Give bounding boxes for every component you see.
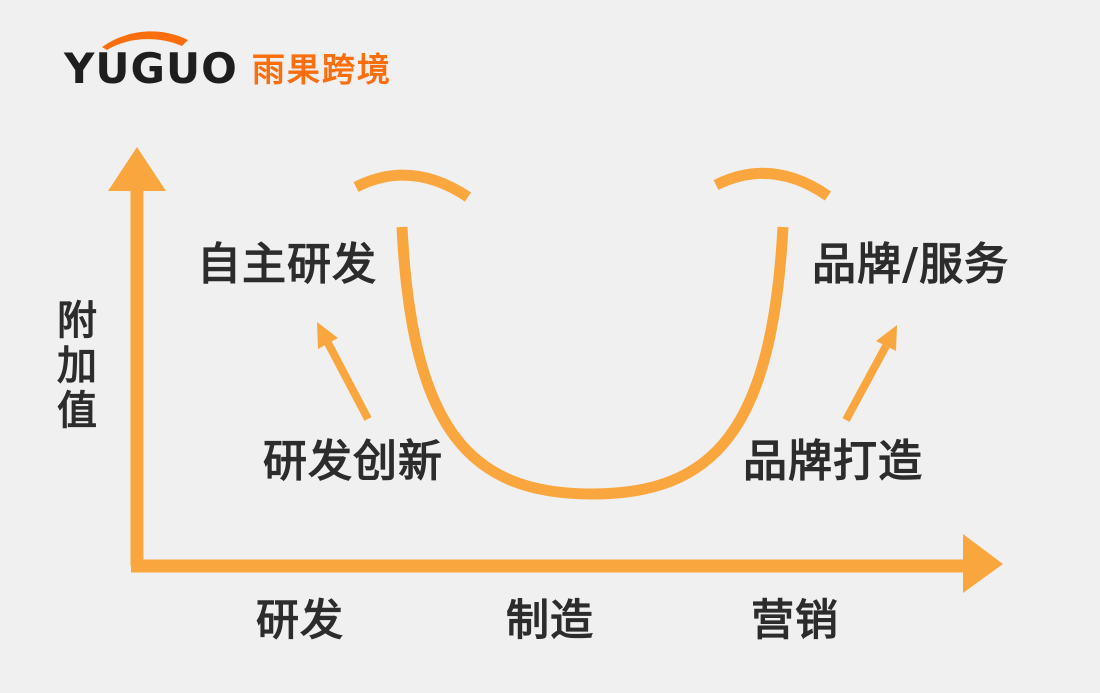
annotation-independent-rd: 自主研发 [197, 239, 377, 290]
smile-curve-left-top-arc [353, 169, 472, 202]
right-annotation-arrowhead-icon [876, 325, 897, 351]
right-annotation-arrow-line [842, 344, 890, 422]
brand-wordmark: YUGUO [64, 44, 238, 93]
x-axis-label-manufacturing: 制造 [506, 596, 594, 646]
yuguo-logo: YUGUO 雨果跨境 [64, 28, 392, 90]
y-axis-arrowhead-icon [108, 147, 166, 191]
left-annotation-arrow-line [324, 341, 372, 421]
brand-name-chinese: 雨果跨境 [251, 50, 392, 89]
annotation-rd-innovation: 研发创新 [263, 436, 443, 487]
annotation-brand-service: 品牌/服务 [812, 239, 1010, 290]
y-axis-title: 附加值 [57, 298, 97, 434]
x-axis-arrowhead-icon [963, 534, 1003, 593]
smile-curve-body [396, 226, 789, 500]
annotation-brand-building: 品牌打造 [743, 436, 923, 487]
logo-swoosh-icon [102, 31, 188, 50]
x-axis-label-rd: 研发 [256, 596, 344, 646]
smile-curve-right-top-arc [713, 167, 832, 201]
brand-wordmark-wrap: YUGUO [64, 28, 238, 90]
left-annotation-arrowhead-icon [317, 322, 338, 349]
x-axis-label-marketing: 营销 [751, 596, 839, 646]
